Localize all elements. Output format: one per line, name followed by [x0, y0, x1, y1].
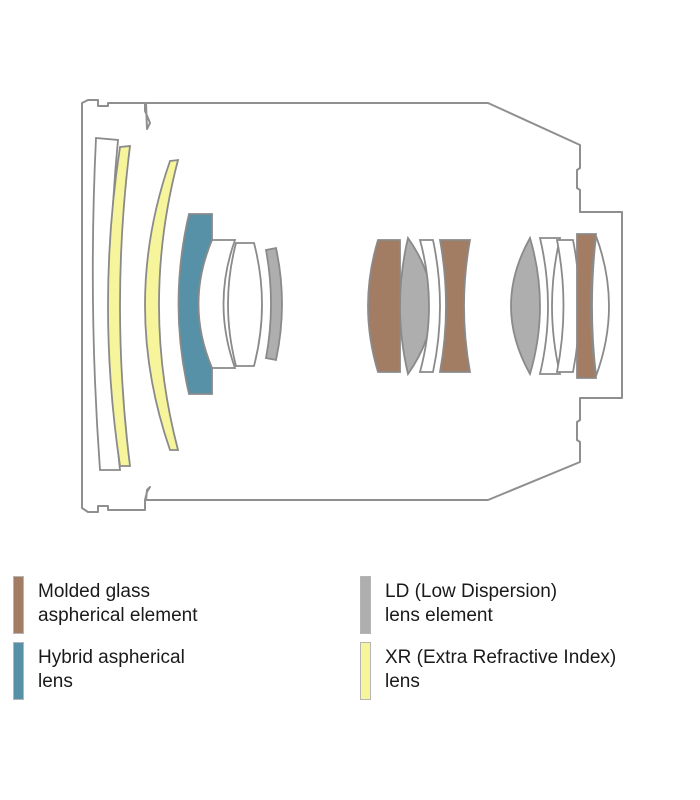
xr-lens-element-2: [144, 158, 180, 451]
legend-swatch-molded: [13, 576, 24, 634]
legend-label-xr-line1: XR (Extra Refractive Index): [385, 647, 617, 668]
lens-barrel-outline: [81, 99, 623, 513]
middle-plain-element: [418, 239, 441, 373]
legend-label-ld-line1: LD (Low Dispersion): [385, 581, 558, 602]
rear-plain-element-1: [538, 237, 562, 375]
molded-glass-aspherical-element-2: [438, 239, 472, 373]
legend-label-hybrid-line1: Hybrid aspherical: [38, 647, 185, 668]
xr-lens-element-1: [107, 144, 132, 467]
legend-item-xr: XR (Extra Refractive Index) lens: [360, 642, 616, 700]
legend-item-molded: Molded glass aspherical element: [13, 576, 197, 634]
ld-lens-element-2: [510, 235, 541, 377]
legend-swatch-hybrid: [13, 642, 24, 700]
legend-label-xr-line2: lens: [385, 671, 420, 692]
legend-item-ld: LD (Low Dispersion) lens element: [360, 576, 557, 634]
lens-construction-diagram: [81, 99, 623, 513]
legend-label-molded-line2: aspherical element: [38, 605, 198, 626]
legend-item-hybrid: Hybrid aspherical lens: [13, 642, 185, 700]
hybrid-aspherical-lens: [177, 213, 213, 395]
second-group-plain-element-2: [227, 242, 263, 367]
legend-label-molded-line1: Molded glass: [38, 581, 150, 602]
rear-plain-element-3: [591, 235, 610, 377]
second-group-plain-element-1: [197, 239, 237, 369]
legend-swatch-xr: [360, 642, 371, 700]
molded-glass-aspherical-element-1: [367, 239, 401, 373]
second-group-ld-meniscus: [264, 246, 283, 362]
legend-label-ld-line2: lens element: [385, 605, 493, 626]
legend-label-hybrid-line2: lens: [38, 671, 73, 692]
legend-swatch-ld: [360, 576, 371, 634]
